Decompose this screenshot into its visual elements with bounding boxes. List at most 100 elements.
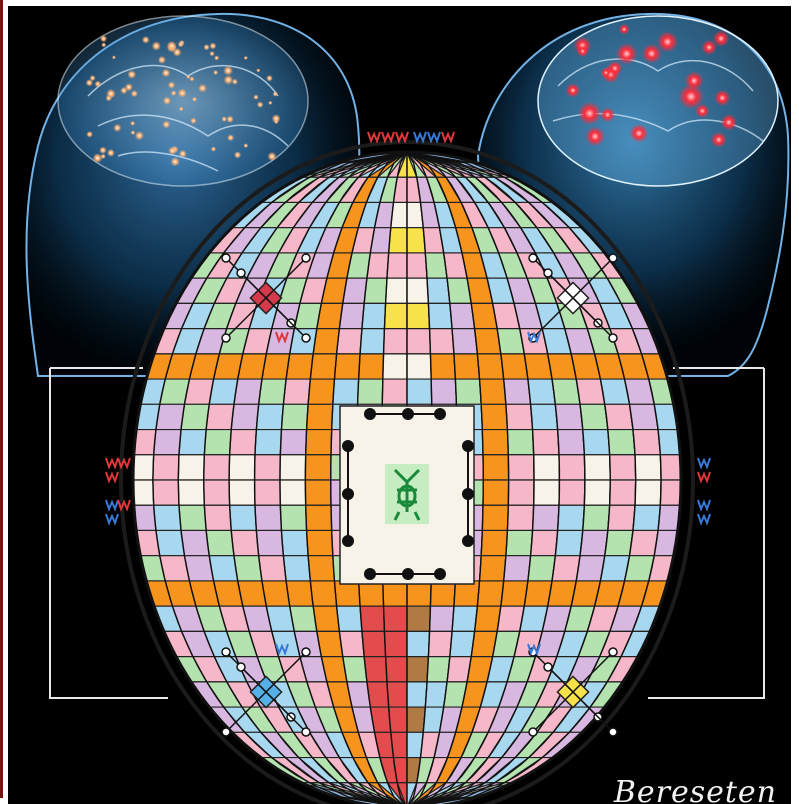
sphere-tile — [131, 404, 160, 429]
neuron-spark — [190, 118, 196, 124]
sphere-tile — [450, 631, 475, 656]
sphere-tile — [281, 404, 308, 429]
neuron-spark — [256, 68, 260, 72]
neuron-spark-red — [713, 30, 729, 46]
sphere-tile — [384, 303, 407, 328]
neuron-spark — [203, 44, 209, 50]
sphere-tile — [156, 530, 185, 555]
w-glyph-icon — [382, 132, 394, 141]
sphere-tile — [407, 682, 427, 707]
neuron-spark — [131, 130, 136, 135]
sphere-tile — [528, 556, 555, 581]
sphere-tile — [506, 404, 533, 429]
w-glyph-icon — [442, 132, 454, 141]
sphere-tile — [313, 329, 339, 354]
neuron-spark — [101, 42, 106, 47]
sphere-tile — [310, 581, 336, 606]
sphere-tile — [427, 278, 450, 303]
sphere-tile — [533, 430, 559, 455]
sphere-tile — [481, 530, 507, 555]
sphere-tile — [482, 430, 508, 455]
neuron-spark — [257, 101, 264, 108]
neuron-spark — [171, 90, 177, 96]
neuron-spark — [158, 56, 166, 64]
sphere-tile — [658, 430, 686, 455]
sphere-tile — [508, 455, 534, 480]
neuron-spark — [211, 146, 216, 151]
sphere-tile — [431, 379, 456, 404]
sphere-tile — [452, 606, 477, 631]
sphere-tile — [635, 480, 661, 505]
neuron-spark — [100, 154, 105, 159]
neuron-spark — [100, 35, 107, 42]
sphere-tile — [501, 354, 528, 379]
sphere-tile — [584, 455, 610, 480]
sphere-tile — [128, 430, 156, 455]
neuron-spark — [130, 121, 135, 126]
neuron-spark-red — [721, 114, 738, 131]
sphere-tile — [482, 505, 508, 530]
patterned-sphere — [128, 152, 687, 804]
sphere-tile — [475, 606, 501, 631]
sphere-tile — [231, 530, 258, 555]
sphere-tile — [280, 480, 306, 505]
neuron-spark — [213, 70, 218, 75]
neuron-spark — [267, 152, 276, 161]
sphere-tile — [504, 556, 531, 581]
sphere-tile — [384, 631, 407, 656]
neuron-spark — [162, 69, 171, 78]
sphere-tile — [179, 430, 206, 455]
sphere-tile — [633, 505, 660, 530]
sphere-tile — [359, 354, 384, 379]
sphere-tile — [339, 631, 364, 656]
sphere-tile — [389, 707, 407, 732]
sphere-tile — [584, 480, 610, 505]
sphere-tile — [475, 329, 501, 354]
sphere-tile — [386, 278, 407, 303]
neuron-spark — [268, 101, 272, 105]
neuron-spark — [86, 79, 94, 87]
sphere-tile — [501, 581, 528, 606]
sphere-tile — [307, 530, 333, 555]
neuron-spark — [186, 75, 190, 79]
sphere-tile — [313, 606, 339, 631]
sphere-tile — [629, 530, 658, 555]
neuron-spark — [168, 147, 176, 155]
sphere-tile — [308, 556, 334, 581]
neuron-spark — [170, 157, 179, 166]
sphere-tile — [480, 556, 506, 581]
sphere-tile — [635, 455, 661, 480]
sphere-tile — [256, 530, 283, 555]
sphere-tile — [430, 329, 454, 354]
neuron-spark-red — [711, 132, 727, 148]
w-glyph-icon — [396, 132, 408, 141]
sphere-tile — [407, 606, 430, 631]
sphere-tile — [555, 530, 582, 555]
w-glyph-icon — [428, 132, 440, 141]
neuron-spark — [226, 116, 233, 123]
neuron-spark — [178, 41, 184, 47]
neuron-spark-red — [657, 31, 678, 52]
neuron-spark-red — [578, 102, 602, 126]
w-glyph-icon — [414, 132, 426, 141]
sphere-tile — [407, 303, 430, 328]
sphere-tile — [339, 303, 364, 328]
neuron-spark — [99, 146, 107, 154]
w-glyph-icon — [698, 458, 710, 467]
neuron-spark — [112, 55, 116, 59]
sphere-tile — [153, 455, 179, 480]
sphere-tile — [178, 480, 204, 505]
neuron-spark — [223, 66, 233, 76]
neuron-spark — [105, 95, 111, 101]
sphere-tile — [206, 404, 234, 429]
sphere-tile — [305, 455, 331, 480]
sphere-tile — [534, 480, 560, 505]
sphere-tile — [454, 354, 480, 379]
sphere-tile — [283, 379, 310, 404]
neuron-spark — [234, 151, 241, 158]
neuron-spark-red — [695, 104, 709, 118]
neuron-spark — [131, 90, 138, 97]
sphere-tile — [387, 253, 407, 278]
sphere-tile — [508, 480, 534, 505]
